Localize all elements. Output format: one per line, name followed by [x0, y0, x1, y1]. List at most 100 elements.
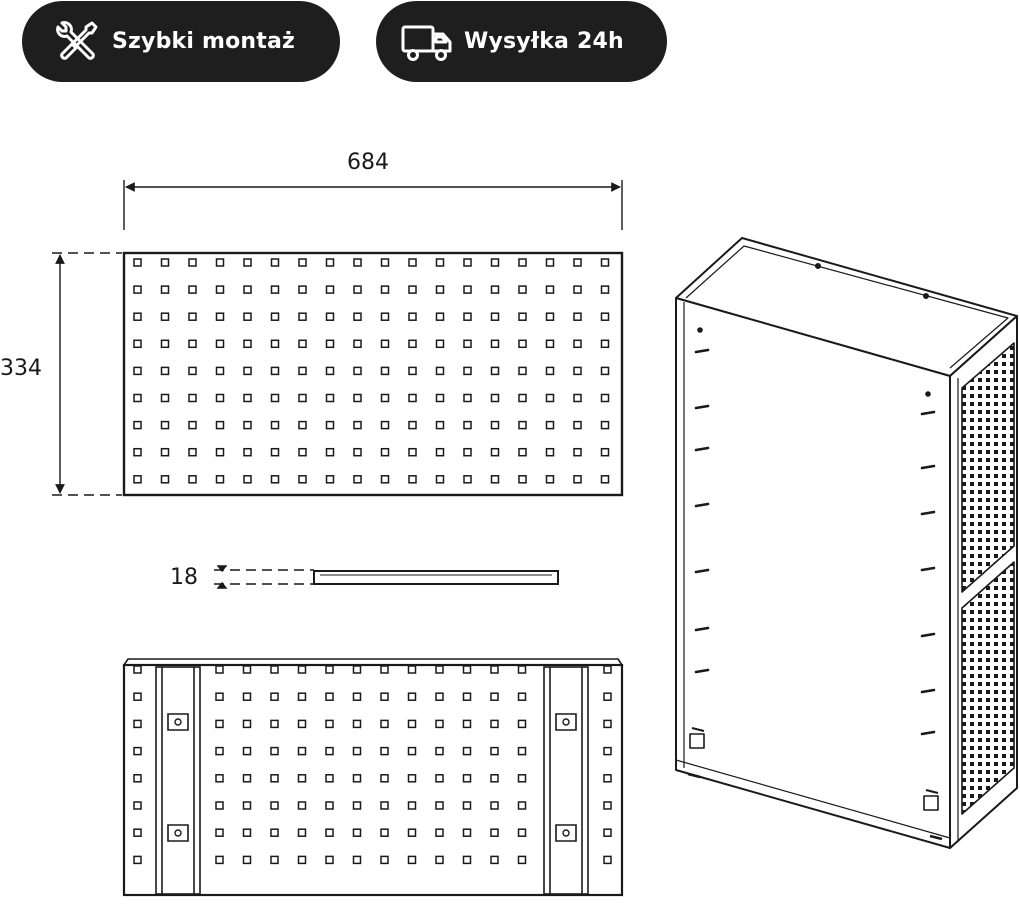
peg-hole: [243, 312, 252, 321]
peg-hole: [490, 339, 500, 349]
peg-hole: [188, 366, 197, 376]
peg-hole: [353, 339, 362, 349]
peg-hole: [215, 339, 225, 349]
peg-hole: [215, 420, 225, 430]
peg-hole: [600, 393, 610, 403]
height-dimension-label: 334: [0, 356, 42, 381]
peg-hole: [133, 665, 142, 674]
peg-hole: [298, 366, 307, 376]
peg-hole: [573, 475, 582, 484]
peg-hole: [518, 285, 527, 294]
peg-hole: [545, 393, 555, 403]
peg-hole: [435, 746, 444, 756]
peg-hole: [325, 665, 334, 674]
peg-hole: [408, 393, 417, 403]
peg-hole: [243, 447, 252, 457]
mounting-bracket: [555, 713, 577, 731]
peg-hole: [243, 285, 252, 294]
peg-hole: [215, 828, 224, 837]
peg-hole: [380, 475, 390, 484]
peg-hole: [353, 312, 362, 321]
peg-hole: [600, 475, 610, 484]
peg-hole: [133, 692, 142, 701]
peg-hole: [463, 447, 472, 457]
peg-hole: [352, 828, 362, 837]
peg-hole: [188, 475, 197, 484]
peg-hole: [133, 366, 142, 376]
peg-hole: [603, 801, 612, 810]
peg-hole: [435, 393, 445, 403]
peg-hole: [160, 475, 170, 484]
peg-hole: [243, 339, 252, 349]
peg-hole: [188, 420, 197, 430]
peg-hole: [325, 339, 335, 349]
peg-hole: [133, 393, 142, 403]
thickness-dimension-line: [214, 565, 314, 589]
peg-hole: [352, 719, 362, 729]
peg-hole: [380, 692, 389, 701]
peg-hole: [133, 855, 142, 865]
peg-hole: [380, 828, 389, 837]
peg-hole: [490, 692, 499, 701]
shelf-slot: [694, 626, 710, 632]
peg-hole: [600, 312, 610, 321]
peg-hole: [435, 339, 445, 349]
peg-hole: [325, 475, 335, 484]
peg-hole: [435, 258, 445, 267]
peg-hole: [518, 475, 527, 484]
thickness-dimension-label: 18: [170, 565, 198, 590]
peg-hole: [215, 258, 225, 267]
pegboard-back-view: [122, 658, 624, 897]
peg-hole: [215, 475, 225, 484]
peg-hole: [407, 746, 417, 756]
peg-hole: [160, 258, 170, 267]
peg-hole: [242, 828, 252, 837]
peg-hole: [600, 447, 610, 457]
peg-hole: [462, 774, 472, 783]
peg-hole: [298, 312, 307, 321]
peg-hole: [325, 774, 334, 783]
peg-hole: [463, 312, 472, 321]
peg-hole: [407, 801, 417, 810]
peg-hole: [380, 746, 389, 756]
peg-hole: [408, 420, 417, 430]
peg-hole: [600, 258, 610, 267]
peg-hole: [407, 828, 417, 837]
mounting-hole: [174, 718, 182, 726]
peg-hole: [325, 746, 334, 756]
peg-hole: [603, 746, 612, 756]
peg-hole: [242, 665, 252, 674]
peg-hole: [545, 339, 555, 349]
peg-hole: [188, 285, 197, 294]
peg-hole: [518, 447, 527, 457]
peg-hole: [490, 366, 500, 376]
peg-hole: [297, 665, 307, 674]
peg-hole: [270, 312, 280, 321]
peg-hole: [188, 339, 197, 349]
peg-hole: [603, 774, 612, 783]
peg-hole: [242, 692, 252, 701]
peg-hole: [325, 447, 335, 457]
peg-hole: [215, 746, 224, 756]
peg-hole: [517, 746, 527, 756]
shelf-slot: [920, 730, 936, 736]
peg-hole: [435, 447, 445, 457]
peg-hole: [380, 665, 389, 674]
peg-hole: [297, 692, 307, 701]
peg-hole: [215, 393, 225, 403]
peg-hole: [407, 719, 417, 729]
peg-hole: [408, 447, 417, 457]
peg-hole: [298, 285, 307, 294]
peg-hole: [600, 339, 610, 349]
peg-hole: [573, 420, 582, 430]
peg-hole: [160, 420, 170, 430]
peg-hole: [243, 393, 252, 403]
peg-hole: [435, 719, 444, 729]
peg-hole: [133, 475, 142, 484]
peg-hole: [380, 420, 390, 430]
peg-hole: [435, 801, 444, 810]
mounting-hole: [174, 829, 182, 837]
peg-hole: [463, 475, 472, 484]
peg-hole: [188, 312, 197, 321]
peg-hole: [270, 475, 280, 484]
